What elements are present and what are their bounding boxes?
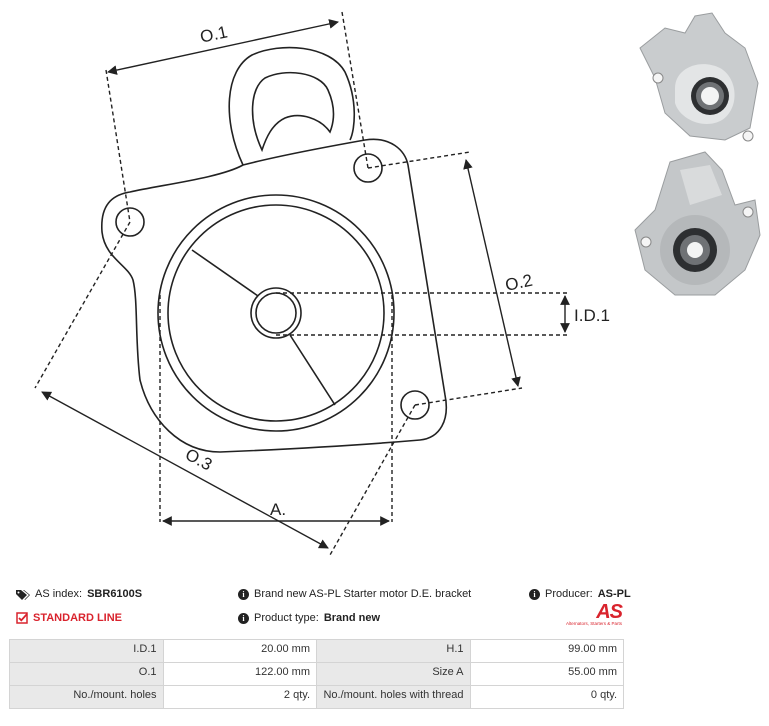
table-row: No./mount. holes 2 qty. No./mount. holes… [9,685,624,709]
param-key: O.1 [9,662,164,686]
as-index-label: AS index: [35,588,83,600]
param-value: 20.00 mm [162,639,317,663]
info-icon: i [238,588,249,600]
as-index: AS index: SBR6100S [16,588,142,600]
producer-label: Producer: [545,588,593,600]
as-index-value: SBR6100S [87,588,143,600]
label-o1: O.1 [198,22,229,46]
param-key: H.1 [316,639,471,663]
table-row: I.D.1 20.00 mm H.1 99.00 mm [9,639,624,663]
product-type-label: Product type: [254,612,319,624]
mount-hole-left [115,207,145,237]
logo-mark: AS [596,601,623,623]
housing-inner [167,204,385,422]
param-value: 55.00 mm [469,662,624,686]
as-pl-logo: AS Alternators, Starters & Parts [560,601,623,626]
bore-inner [255,292,297,334]
param-value: 0 qty. [469,685,624,709]
mount-hole-top-right [353,153,383,183]
param-value: 99.00 mm [469,639,624,663]
tags-icon [16,589,30,600]
label-id1: I.D.1 [574,306,610,325]
table-row: O.1 122.00 mm Size A 55.00 mm [9,662,624,686]
product-type-value: Brand new [323,612,381,624]
param-value: 122.00 mm [162,662,317,686]
dim-line-o1 [107,19,339,75]
standard-line-label: STANDARD LINE [33,612,123,624]
bore-outer [250,287,302,339]
bracket-photo-front [639,12,759,142]
param-key: I.D.1 [9,639,164,663]
label-o2: O.2 [503,271,534,295]
param-value: 2 qty. [162,685,317,709]
logo-tagline: Alternators, Starters & Parts [565,621,622,626]
description-text: Brand new AS-PL Starter motor D.E. brack… [254,588,472,600]
standard-line: STANDARD LINE [16,612,122,624]
bracket-top-loop [228,46,356,166]
producer: i Producer: AS-PL [529,588,631,600]
bracket-top-loop-inner [251,71,335,153]
housing-outer [157,194,395,432]
label-o3: O.3 [182,445,215,475]
bracket-photo-back [634,151,761,296]
description: i Brand new AS-PL Starter motor D.E. bra… [238,588,471,600]
product-type: i Product type: Brand new [238,612,380,624]
param-key: No./mount. holes [9,685,164,709]
param-key: No./mount. holes with thread [316,685,471,709]
mount-hole-bottom-right [400,390,430,420]
producer-value: AS-PL [597,588,631,600]
bracket-outline [101,138,447,453]
dim-line-o2 [463,159,521,387]
parameters-table: I.D.1 20.00 mm H.1 99.00 mm O.1 122.00 m… [9,639,624,709]
technical-drawing: O.1 O.2 O.3 I.D.1 A. [34,11,610,556]
label-a: A. [270,500,286,519]
dim-line-o3 [41,391,329,549]
info-icon: i [529,588,540,600]
checkbox-checked-icon [16,612,28,624]
sector-cut [191,249,336,406]
param-key: Size A [316,662,471,686]
info-icon: i [238,612,249,624]
